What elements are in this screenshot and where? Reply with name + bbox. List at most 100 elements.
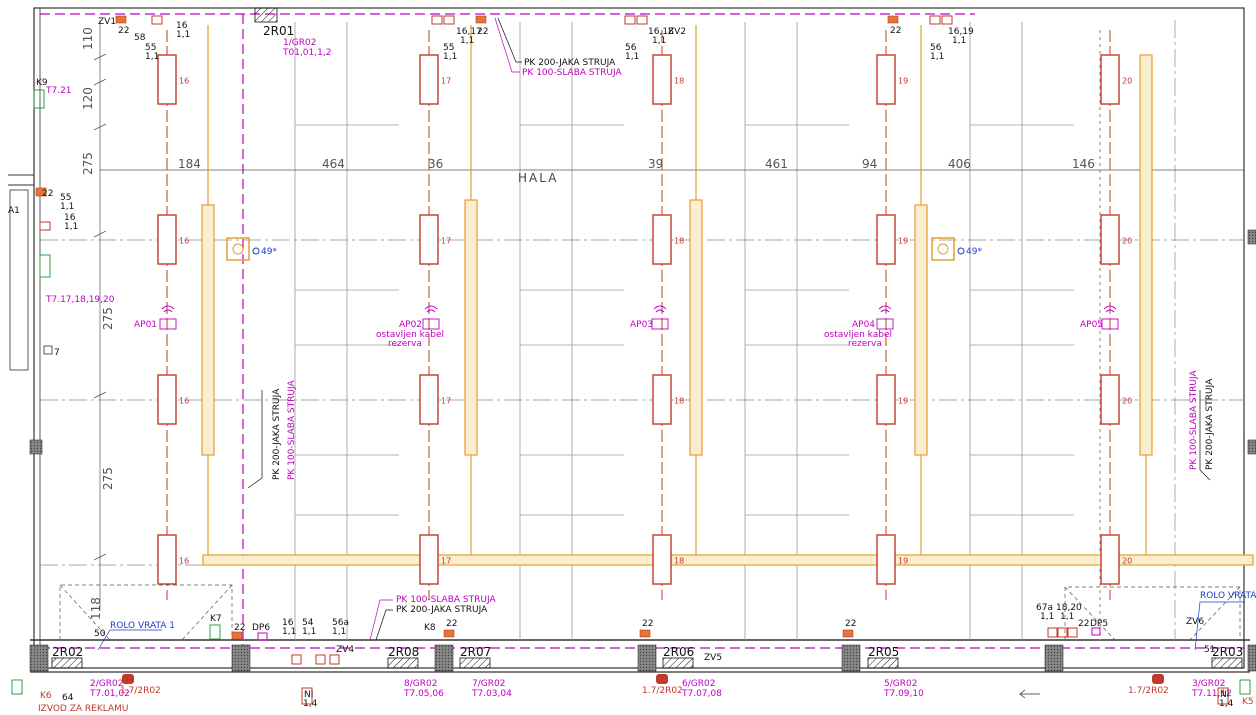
- outlet-tag-1: 49*: [261, 247, 277, 257]
- light-fixture: [652, 374, 672, 425]
- tag-54: 54: [302, 618, 314, 628]
- light-row-number: 16: [179, 557, 189, 566]
- tag-11-j: 1,1: [64, 222, 78, 232]
- k9-label: K9: [36, 78, 48, 88]
- panel-ref: 7/GR02: [472, 679, 505, 689]
- tray-weak-bottom: PK 100-SLABA STRUJA: [396, 595, 496, 605]
- dim-left-4: 275: [101, 307, 115, 330]
- dim-top-5: 461: [765, 157, 788, 171]
- outlet-tag-2: 49*: [966, 247, 982, 257]
- dim-left-3: 275: [81, 152, 95, 175]
- detector-7: [43, 345, 53, 355]
- tag-11-i: 1,1: [60, 202, 74, 212]
- tag-14-a: 1,4: [303, 699, 318, 709]
- ap03-label: AP03: [630, 320, 653, 330]
- light-fixture: [157, 214, 177, 265]
- panel-box: [387, 657, 419, 669]
- light-fixture: [157, 54, 177, 105]
- structural-columns: [29, 229, 1256, 672]
- tag-1820: 18,20: [1056, 603, 1082, 613]
- tag-1617: 16,17: [456, 27, 482, 37]
- dim-top-2: 464: [322, 157, 345, 171]
- tag-22-f: 22: [446, 619, 457, 629]
- a1-label: A1: [8, 206, 20, 216]
- tag-11-b: 1,1: [176, 30, 190, 40]
- tag-22-a: 22: [118, 26, 129, 36]
- ceiling-grid: [294, 22, 1074, 640]
- panel-circuits: T7.03,04: [471, 689, 512, 699]
- light-fixture: [652, 54, 672, 105]
- ap05-label: AP05: [1080, 320, 1103, 330]
- panel-circuits: T7.07,08: [681, 689, 722, 699]
- tag-k7: K7: [210, 614, 222, 624]
- tag-k5: K5: [1242, 697, 1254, 707]
- tag-16-a: 16: [176, 21, 188, 31]
- tag-55-b: 55: [443, 43, 454, 53]
- light-row-number: 19: [898, 397, 908, 406]
- cable-trays: [201, 25, 1254, 566]
- tag-zv4: ZV4: [336, 645, 354, 655]
- dim-top-4: 39: [648, 157, 663, 171]
- tag-11-k: 1,1: [282, 627, 296, 637]
- tag-22-d: 22: [42, 189, 53, 199]
- tag-64: 64: [62, 693, 74, 703]
- light-fixture: [1100, 534, 1120, 585]
- tray-weak-left: PK 100-SLABA STRUJA: [287, 380, 297, 480]
- tag-17-2r02-a: 1.7/2R02: [120, 686, 161, 696]
- left-switches: [11, 89, 1251, 695]
- light-fixture: [876, 534, 896, 585]
- dim-top-7: 406: [948, 157, 971, 171]
- dim-left-6: 118: [89, 597, 103, 620]
- sign-feed-label: IZVOD ZA REKLAMU: [38, 704, 128, 714]
- panel-2r01-id: 2R01: [263, 24, 294, 38]
- light-row-number: 18: [674, 397, 684, 406]
- t717-label: T7.17,18,19,20: [45, 295, 115, 305]
- tray-strong-top: PK 200-JAKA STRUJA: [524, 58, 616, 68]
- tag-22-h: 22: [845, 619, 856, 629]
- panel-id: 2R03: [1212, 645, 1243, 659]
- light-fixture: [876, 374, 896, 425]
- tray-weak-right: PK 100-SLABA STRUJA: [1189, 370, 1199, 470]
- tag-17-2r02-c: 1.7/2R02: [642, 686, 683, 696]
- light-row-number: 17: [441, 237, 451, 246]
- panel-box: [51, 657, 83, 669]
- panel-2r01-ref: 1/GR02: [283, 38, 316, 48]
- light-fixture: [1100, 54, 1120, 105]
- light-row-number: 19: [898, 557, 908, 566]
- outlet-box-1: [226, 237, 260, 261]
- panel-2r01: [254, 7, 278, 23]
- dim-top-6: 94: [862, 157, 877, 171]
- panel-id: 2R07: [460, 645, 491, 659]
- tag-ni-a: NI: [304, 690, 313, 700]
- k6-label: K6: [40, 691, 52, 701]
- panel-ref: 6/GR02: [682, 679, 715, 689]
- door-zones: [59, 584, 1241, 641]
- tray-weak-top: PK 100-SLABA STRUJA: [522, 68, 622, 78]
- tag-11-n: 1,1: [1040, 612, 1054, 622]
- tag-16-c: 16: [282, 618, 294, 628]
- tag-ni-b: NI: [1220, 690, 1229, 700]
- panel-ref: 8/GR02: [404, 679, 437, 689]
- light-row-number: 17: [441, 77, 451, 86]
- light-row-number: 18: [674, 557, 684, 566]
- light-row-number: 20: [1122, 237, 1132, 246]
- light-row-number: 16: [179, 397, 189, 406]
- dim-top-8: 146: [1072, 157, 1095, 171]
- ap02-note-2: rezerva: [388, 339, 422, 349]
- light-fixture: [419, 374, 439, 425]
- tag-22-b: 22: [477, 27, 488, 37]
- hall-label: HALA: [518, 171, 558, 185]
- dim-left-5: 275: [101, 467, 115, 490]
- dim-top-1: 184: [178, 157, 201, 171]
- light-fixture: [876, 54, 896, 105]
- panel-circuits: T7.11,12: [1191, 689, 1232, 699]
- panel-id: 2R02: [52, 645, 83, 659]
- tag-58: 58: [134, 33, 146, 43]
- light-fixture: [419, 214, 439, 265]
- light-row-number: 16: [179, 237, 189, 246]
- light-fixture: [157, 534, 177, 585]
- dim-left-2: 120: [81, 87, 95, 110]
- panel-circuits: T7.05,06: [403, 689, 444, 699]
- tag-22-i: 22: [1078, 619, 1089, 629]
